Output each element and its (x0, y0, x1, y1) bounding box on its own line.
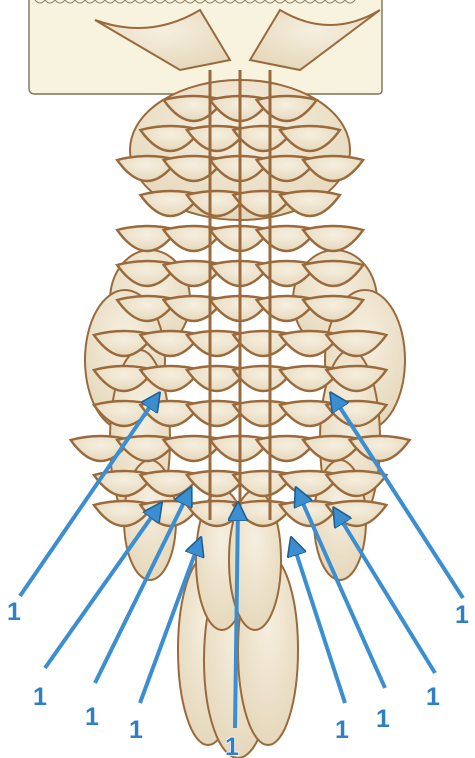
callout-number: 1 (376, 705, 390, 733)
callout-number: 1 (85, 703, 99, 731)
callout-number: 1 (335, 716, 349, 744)
callout-number: 1 (7, 598, 21, 626)
wooden-owl-model (71, 10, 410, 758)
callout-number: 1 (455, 601, 469, 629)
callout-number: 1 (33, 683, 47, 711)
callout-number: 1 (129, 716, 143, 744)
callout-number: 1 (225, 733, 239, 758)
callout-number: 1 (426, 683, 440, 711)
